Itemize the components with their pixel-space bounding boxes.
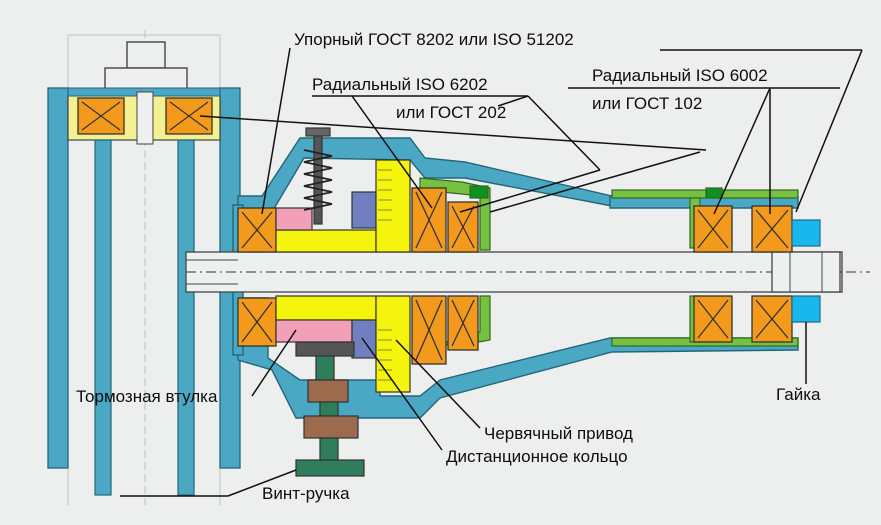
leader-lines — [120, 47, 863, 497]
nut — [791, 219, 821, 323]
bearing-6202b-lower — [447, 295, 479, 351]
bearing-6202b-upper — [447, 201, 479, 253]
bearing-left-upper — [237, 207, 277, 253]
label-radial-6202-line1: Радиальный ISO 6202 — [312, 75, 488, 94]
label-radial-6202-line2: или ГОСТ 202 — [396, 103, 507, 122]
shaft — [185, 251, 870, 293]
bearings — [237, 187, 793, 365]
label-screw-handle: Винт-ручка — [262, 484, 350, 503]
label-brake-sleeve: Тормозная втулка — [76, 387, 218, 406]
bearing-6002a-upper — [693, 205, 733, 253]
bearing-6002b-lower — [751, 295, 793, 343]
label-radial-6002-line2: или ГОСТ 102 — [592, 94, 703, 113]
bearing-left-lower — [237, 297, 277, 347]
left-stand — [47, 30, 241, 505]
label-spacer-ring: Дистанционное кольцо — [446, 447, 628, 466]
label-nut: Гайка — [776, 385, 821, 404]
bearing-6202-lower — [411, 295, 447, 365]
label-worm-drive: Червячный привод — [484, 424, 633, 443]
bearing-6002a-lower — [693, 295, 733, 343]
label-thrust-bearing: Упорный ГОСТ 8202 или ISO 51202 — [294, 30, 574, 49]
brake-assembly — [275, 127, 411, 477]
bearing-6202-upper — [411, 187, 447, 253]
bearing-6002b-upper — [751, 205, 793, 253]
label-radial-6002-line1: Радиальный ISO 6002 — [592, 66, 768, 85]
